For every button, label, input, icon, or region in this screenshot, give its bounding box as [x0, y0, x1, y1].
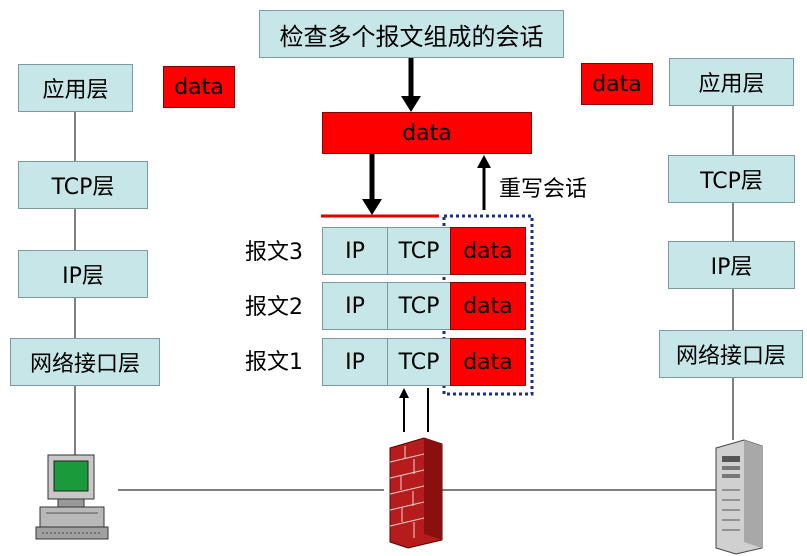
packet-3-name: 报文3: [245, 240, 303, 265]
right-data-label: data: [592, 71, 642, 97]
right-ip-layer-label: IP层: [710, 255, 753, 280]
rewrite-session-label: 重写会话: [499, 177, 588, 202]
center-data-box: data: [322, 112, 532, 154]
right-tcp-layer: TCP层: [668, 155, 795, 203]
dotted-selection-box: [442, 214, 534, 396]
session-title-box: 检查多个报文组成的会话: [259, 10, 564, 58]
left-net-layer-label: 网络接口层: [29, 352, 140, 377]
packet-3-data: data: [450, 227, 526, 275]
packet-2-tcp-label: TCP: [398, 293, 440, 319]
firewall-icon: [389, 437, 443, 549]
left-app-layer-label: 应用层: [42, 78, 109, 103]
packet-3-data-label: data: [463, 238, 513, 264]
packet-3-ip-label: IP: [345, 238, 365, 264]
packet-1-ip: IP: [322, 338, 388, 386]
right-net-layer-label: 网络接口层: [675, 344, 786, 369]
left-ip-layer-label: IP层: [62, 264, 104, 289]
right-app-layer: 应用层: [669, 58, 794, 106]
packet-3-ip: IP: [322, 227, 388, 275]
left-net-layer: 网络接口层: [10, 338, 160, 386]
packet-1-data-label: data: [463, 349, 513, 375]
packet-2-ip-label: IP: [345, 293, 365, 319]
packet-1-data: data: [450, 338, 526, 386]
left-data-label: data: [174, 74, 224, 100]
packet-3-tcp-label: TCP: [398, 238, 440, 264]
left-ip-layer: IP层: [18, 250, 148, 298]
right-data-box: data: [581, 63, 653, 105]
right-ip-layer: IP层: [668, 241, 795, 289]
packet-2-name: 报文2: [245, 295, 303, 320]
left-tcp-layer: TCP层: [18, 161, 148, 209]
packet-1-ip-label: IP: [345, 349, 365, 375]
server-icon: [715, 439, 763, 555]
client-computer-icon: [35, 454, 109, 540]
right-app-layer-label: 应用层: [698, 72, 765, 97]
left-tcp-layer-label: TCP层: [51, 175, 115, 200]
packet-2-data: data: [450, 282, 526, 330]
packet-3-tcp: TCP: [387, 227, 451, 275]
session-title: 检查多个报文组成的会话: [279, 22, 544, 51]
right-tcp-layer-label: TCP层: [700, 169, 763, 194]
packet-2-tcp: TCP: [387, 282, 451, 330]
packet-1-name: 报文1: [245, 350, 303, 375]
packet-2-ip: IP: [322, 282, 388, 330]
left-data-box: data: [163, 66, 235, 108]
right-net-layer: 网络接口层: [659, 330, 803, 378]
left-app-layer: 应用层: [18, 64, 133, 112]
center-data-label: data: [402, 120, 452, 146]
packet-1-tcp-label: TCP: [398, 349, 440, 375]
packet-1-tcp: TCP: [387, 338, 451, 386]
packet-2-data-label: data: [463, 293, 513, 319]
